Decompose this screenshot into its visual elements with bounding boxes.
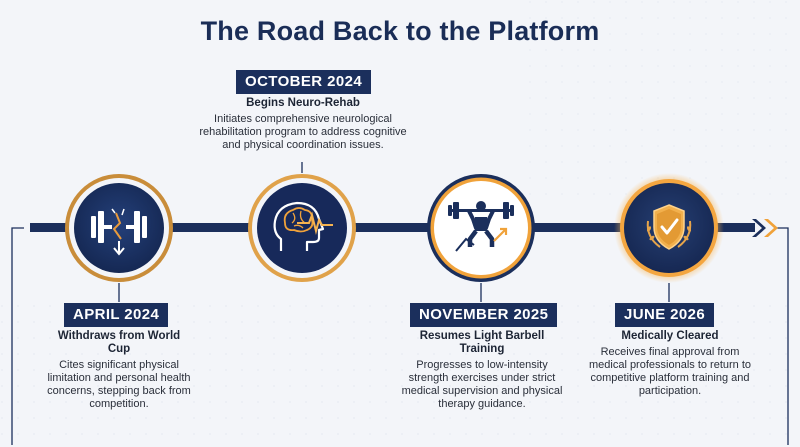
milestone-circle-june: [614, 173, 724, 283]
event-november: Resumes Light Barbell Training Progresse…: [398, 330, 566, 411]
date-badge-october: OCTOBER 2024: [236, 70, 372, 94]
page-title: The Road Back to the Platform: [200, 16, 600, 46]
brain-icon: [248, 174, 356, 282]
event-description: Initiates comprehensive neurological reh…: [199, 113, 407, 151]
event-title: Medically Cleared: [621, 330, 719, 342]
date-badge-april: APRIL 2024: [64, 303, 169, 327]
shield-check-icon: [614, 173, 724, 283]
event-title: Withdraws from World Cup: [57, 330, 181, 355]
event-title: Begins Neuro-Rehab: [246, 97, 360, 109]
event-october: Begins Neuro-Rehab Initiates comprehensi…: [195, 97, 411, 152]
event-title: Resumes Light Barbell Training: [419, 330, 545, 355]
event-description: Progresses to low-intensity strength exe…: [401, 359, 563, 410]
right-bracket: [776, 227, 789, 445]
event-description: Receives final approval from medical pro…: [588, 346, 752, 397]
broken-barbell-icon: [65, 174, 173, 282]
end-chevron-1: [752, 219, 766, 237]
end-chevron-2: [764, 219, 778, 237]
left-bracket: [11, 227, 24, 445]
event-description: Cites significant physical limitation an…: [47, 359, 191, 410]
milestone-circle-october: [247, 173, 357, 283]
milestone-circle-april: [64, 173, 174, 283]
date-badge-november: NOVEMBER 2025: [410, 303, 558, 327]
weightlifter-icon: [427, 174, 535, 282]
event-june: Medically Cleared Receives final approva…: [586, 330, 754, 398]
event-april: Withdraws from World Cup Cites significa…: [38, 330, 200, 411]
timeline-band: [30, 223, 755, 232]
milestone-circle-november: [426, 173, 536, 283]
date-badge-june: JUNE 2026: [615, 303, 715, 327]
